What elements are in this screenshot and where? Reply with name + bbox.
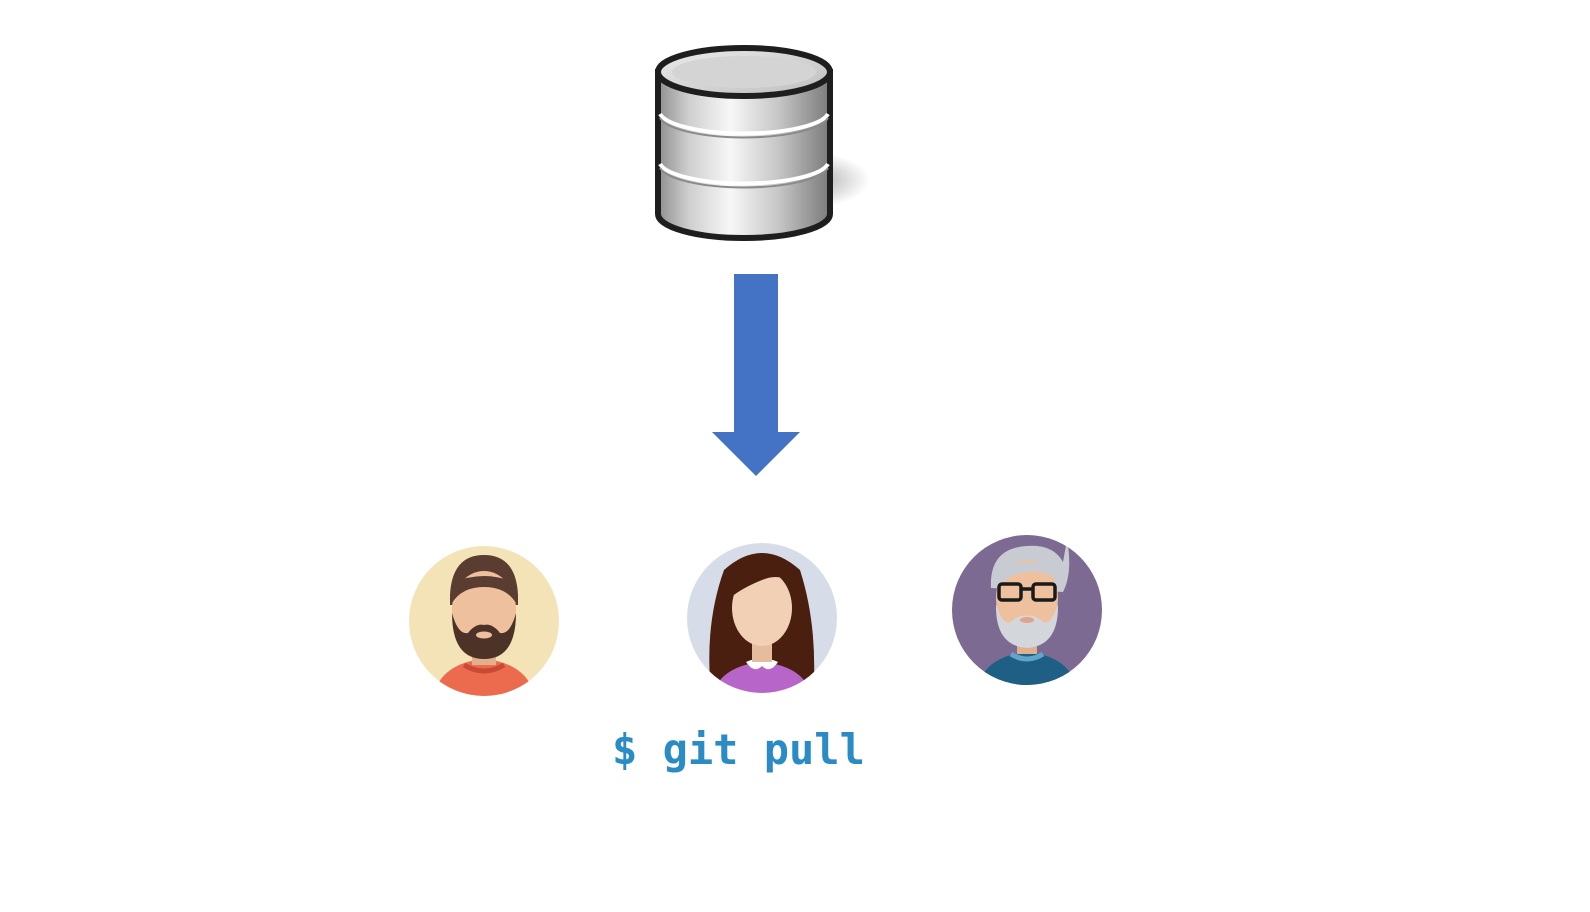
database-icon	[655, 45, 870, 241]
git-pull-command: $ git pull	[612, 725, 865, 774]
arrow-down-icon	[712, 274, 800, 476]
woman-avatar-icon	[687, 543, 837, 693]
arrow-shape	[712, 274, 800, 476]
older-man-glasses-avatar-icon	[952, 535, 1102, 685]
bearded-man-avatar-icon	[409, 546, 559, 696]
